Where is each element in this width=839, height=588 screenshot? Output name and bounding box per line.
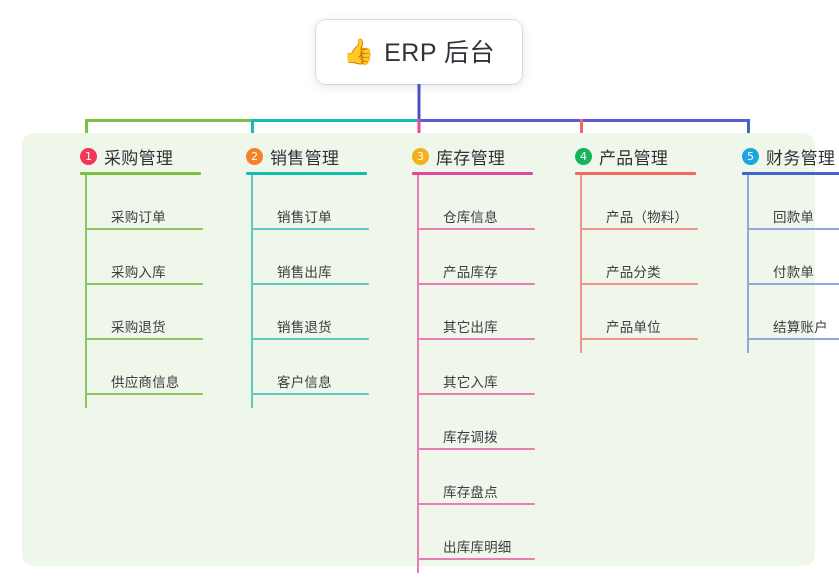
list-item[interactable]: 出库库明细 bbox=[417, 523, 535, 560]
list-item[interactable]: 产品库存 bbox=[417, 248, 535, 285]
column-underline-4 bbox=[575, 172, 696, 175]
list-item[interactable]: 回款单 bbox=[747, 193, 839, 230]
column-title-2: 销售管理 bbox=[270, 149, 340, 168]
leaf-underline bbox=[417, 503, 535, 505]
leaf-underline bbox=[85, 338, 203, 340]
leaf-label: 仓库信息 bbox=[443, 210, 498, 225]
column-spine-3 bbox=[417, 175, 419, 573]
leaf-label: 产品（物料） bbox=[606, 210, 689, 225]
badge-number-1: 1 bbox=[80, 148, 97, 165]
leaf-label: 结算账户 bbox=[773, 320, 828, 335]
leaf-label: 销售订单 bbox=[277, 210, 332, 225]
leaf-label: 销售出库 bbox=[277, 265, 332, 280]
leaf-label: 付款单 bbox=[773, 265, 815, 280]
leaf-underline bbox=[417, 338, 535, 340]
column-spine-2 bbox=[251, 175, 253, 408]
leaf-underline bbox=[417, 228, 535, 230]
leaf-underline bbox=[580, 338, 698, 340]
leaf-label: 采购退货 bbox=[111, 320, 166, 335]
column-title-1: 采购管理 bbox=[104, 149, 174, 168]
leaf-underline bbox=[747, 283, 839, 285]
leaf-label: 产品单位 bbox=[606, 320, 661, 335]
list-item[interactable]: 销售出库 bbox=[251, 248, 369, 285]
leaf-underline bbox=[251, 283, 369, 285]
leaf-underline bbox=[580, 228, 698, 230]
leaf-underline bbox=[417, 393, 535, 395]
column-title-5: 财务管理 bbox=[766, 149, 836, 168]
leaf-underline bbox=[85, 228, 203, 230]
leaf-underline bbox=[251, 338, 369, 340]
list-item[interactable]: 结算账户 bbox=[747, 303, 839, 340]
list-item[interactable]: 库存盘点 bbox=[417, 468, 535, 505]
column-spine-5 bbox=[747, 175, 749, 353]
column-underline-2 bbox=[246, 172, 367, 175]
badge-number-5: 5 bbox=[742, 148, 759, 165]
list-item[interactable]: 其它出库 bbox=[417, 303, 535, 340]
badge-number-3: 3 bbox=[412, 148, 429, 165]
leaf-label: 出库库明细 bbox=[443, 540, 512, 555]
root-node[interactable]: 👍 ERP 后台 bbox=[316, 20, 522, 84]
list-item[interactable]: 销售退货 bbox=[251, 303, 369, 340]
list-item[interactable]: 采购入库 bbox=[85, 248, 203, 285]
leaf-underline bbox=[417, 558, 535, 560]
leaf-underline bbox=[417, 448, 535, 450]
list-item[interactable]: 其它入库 bbox=[417, 358, 535, 395]
leaf-label: 产品库存 bbox=[443, 265, 498, 280]
list-item[interactable]: 供应商信息 bbox=[85, 358, 203, 395]
leaf-label: 其它出库 bbox=[443, 320, 498, 335]
column-underline-3 bbox=[412, 172, 533, 175]
list-item[interactable]: 产品（物料） bbox=[580, 193, 698, 230]
list-item[interactable]: 库存调拨 bbox=[417, 413, 535, 450]
badge-number-2: 2 bbox=[246, 148, 263, 165]
column-title-4: 产品管理 bbox=[599, 149, 669, 168]
list-item[interactable]: 付款单 bbox=[747, 248, 839, 285]
leaf-label: 采购订单 bbox=[111, 210, 166, 225]
list-item[interactable]: 采购退货 bbox=[85, 303, 203, 340]
leaf-underline bbox=[417, 283, 535, 285]
leaf-label: 客户信息 bbox=[277, 375, 332, 390]
leaf-label: 供应商信息 bbox=[111, 375, 180, 390]
column-header-1[interactable]: 1 采购管理 bbox=[80, 144, 173, 169]
column-header-5[interactable]: 5 财务管理 bbox=[742, 144, 835, 169]
leaf-label: 库存盘点 bbox=[443, 485, 498, 500]
root-node-content: 👍 ERP 后台 bbox=[343, 33, 495, 69]
list-item[interactable]: 客户信息 bbox=[251, 358, 369, 395]
root-node-label: ERP 后台 bbox=[384, 39, 496, 67]
list-item[interactable]: 产品分类 bbox=[580, 248, 698, 285]
leaf-label: 采购入库 bbox=[111, 265, 166, 280]
leaf-underline bbox=[747, 338, 839, 340]
list-item[interactable]: 销售订单 bbox=[251, 193, 369, 230]
content-panel: 1 采购管理 采购订单 采购入库 采购退货 供应商信息 bbox=[22, 133, 839, 573]
leaf-underline bbox=[251, 228, 369, 230]
column-spine-4 bbox=[580, 175, 582, 353]
leaf-underline bbox=[580, 283, 698, 285]
leaf-underline bbox=[747, 228, 839, 230]
column-header-2[interactable]: 2 销售管理 bbox=[246, 144, 339, 169]
list-item[interactable]: 产品单位 bbox=[580, 303, 698, 340]
leaf-label: 库存调拨 bbox=[443, 430, 498, 445]
column-header-4[interactable]: 4 产品管理 bbox=[575, 144, 668, 169]
leaf-label: 其它入库 bbox=[443, 375, 498, 390]
leaf-underline bbox=[85, 393, 203, 395]
list-item[interactable]: 采购订单 bbox=[85, 193, 203, 230]
column-spine-1 bbox=[85, 175, 87, 408]
leaf-label: 产品分类 bbox=[606, 265, 661, 280]
column-underline-1 bbox=[80, 172, 201, 175]
column-title-3: 库存管理 bbox=[436, 149, 506, 168]
column-header-3[interactable]: 3 库存管理 bbox=[412, 144, 505, 169]
leaf-label: 销售退货 bbox=[277, 320, 332, 335]
leaf-underline bbox=[85, 283, 203, 285]
leaf-underline bbox=[251, 393, 369, 395]
thumbs-up-icon: 👍 bbox=[342, 36, 375, 66]
badge-number-4: 4 bbox=[575, 148, 592, 165]
column-underline-5 bbox=[742, 172, 839, 175]
list-item[interactable]: 仓库信息 bbox=[417, 193, 535, 230]
leaf-label: 回款单 bbox=[773, 210, 815, 225]
